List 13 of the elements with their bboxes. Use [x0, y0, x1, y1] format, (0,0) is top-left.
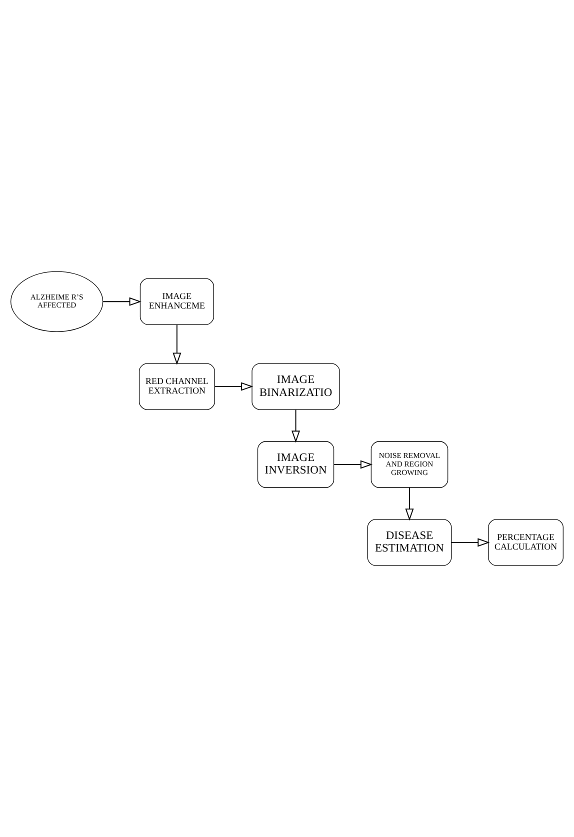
node-box: DISEASE ESTIMATION: [367, 519, 452, 566]
arrow: [451, 538, 490, 547]
node-box: RED CHANNEL EXTRACTION: [138, 363, 215, 410]
node-box: PERCENTAGE CALCULATION: [488, 519, 564, 566]
arrow: [102, 297, 142, 306]
node-box: IMAGE ENHANCEME: [140, 278, 214, 325]
arrow: [334, 460, 373, 469]
arrow: [214, 382, 254, 391]
arrow: [405, 487, 414, 521]
arrow: [292, 409, 300, 443]
arrow: [172, 324, 182, 365]
node-box: IMAGE BINARIZATIO: [252, 363, 340, 410]
node-box: IMAGE INVERSION: [257, 441, 334, 488]
